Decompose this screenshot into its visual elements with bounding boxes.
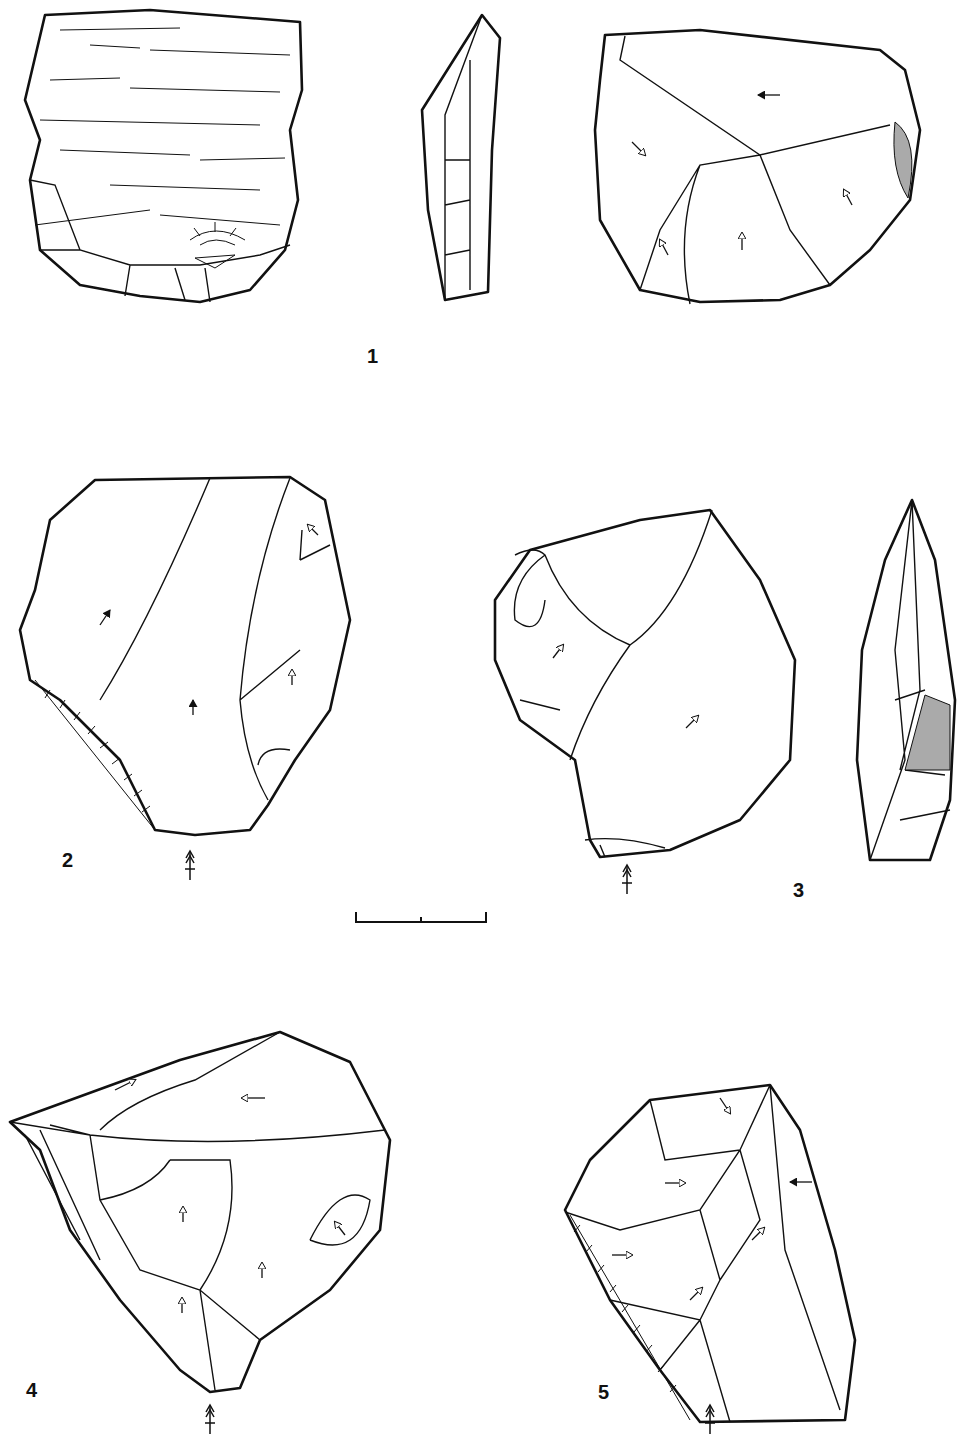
figure-number: 4 xyxy=(26,1380,37,1400)
figure-number: 5 xyxy=(598,1382,609,1402)
figure-number: 3 xyxy=(793,880,804,900)
figure-number: 2 xyxy=(62,850,73,870)
figure-number: 1 xyxy=(367,346,378,366)
